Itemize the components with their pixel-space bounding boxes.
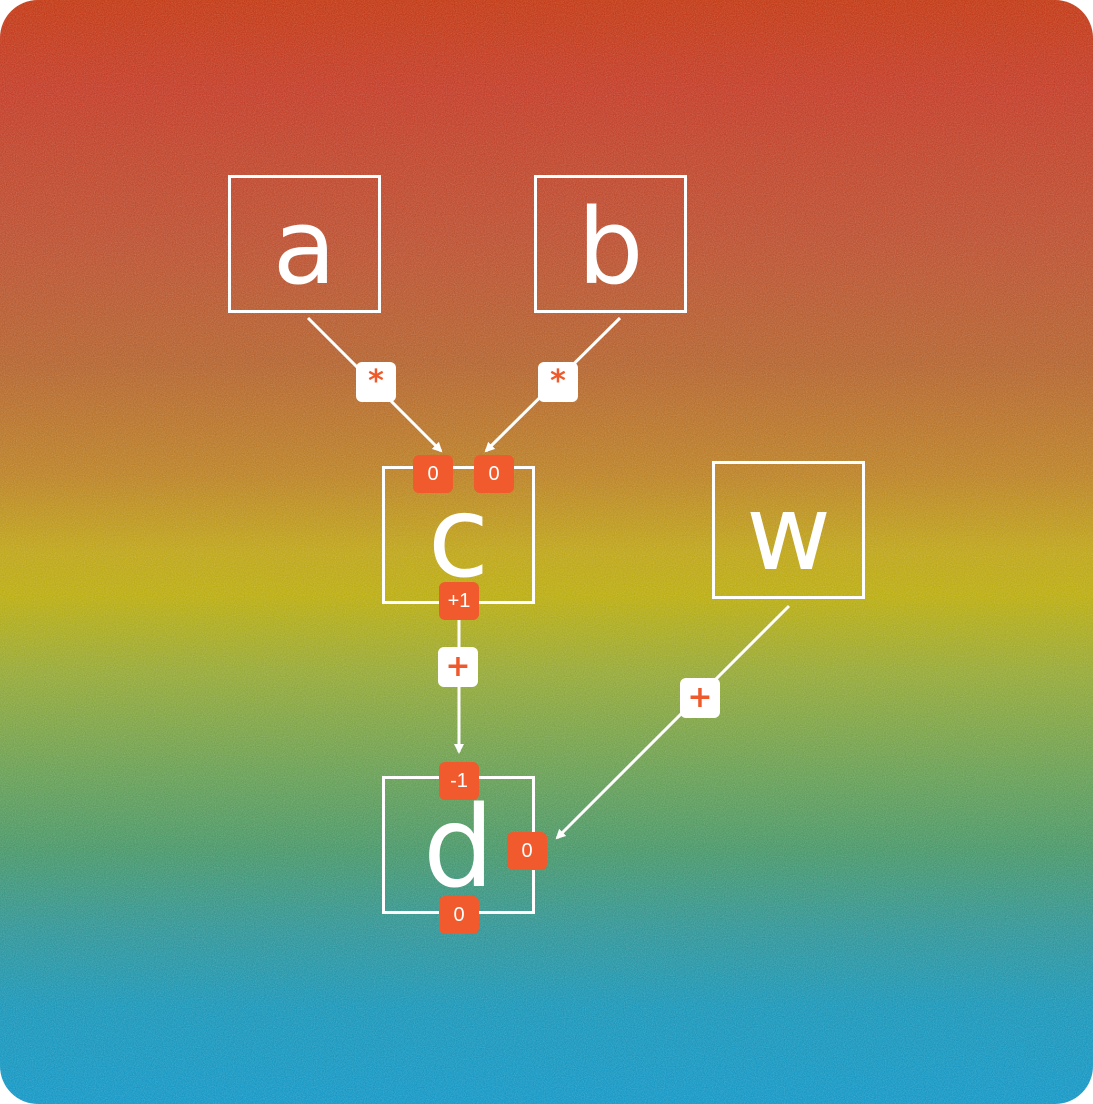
edge-w-to-d bbox=[555, 604, 791, 840]
badge-d-input-right: 0 bbox=[507, 832, 547, 870]
node-w-label: w bbox=[745, 472, 832, 594]
node-c[interactable]: c bbox=[382, 466, 535, 604]
node-a-label: a bbox=[272, 186, 337, 308]
badge-d-input-top: -1 bbox=[439, 762, 479, 800]
node-d-label: d bbox=[422, 783, 495, 913]
node-d[interactable]: d bbox=[382, 776, 535, 914]
badge-c-input-right: 0 bbox=[474, 455, 514, 493]
node-w[interactable]: w bbox=[712, 461, 865, 599]
op-b-to-c[interactable]: * bbox=[538, 362, 578, 402]
badge-d-output: 0 bbox=[439, 896, 479, 934]
node-b-label: b bbox=[577, 186, 644, 308]
op-c-to-d[interactable]: + bbox=[438, 647, 478, 687]
op-a-to-c[interactable]: * bbox=[356, 362, 396, 402]
badge-c-input-left: 0 bbox=[413, 455, 453, 493]
node-a[interactable]: a bbox=[228, 175, 381, 313]
badge-c-output: +1 bbox=[439, 582, 479, 620]
node-c-label: c bbox=[427, 473, 490, 603]
op-w-to-d[interactable]: + bbox=[680, 678, 720, 718]
node-b[interactable]: b bbox=[534, 175, 687, 313]
